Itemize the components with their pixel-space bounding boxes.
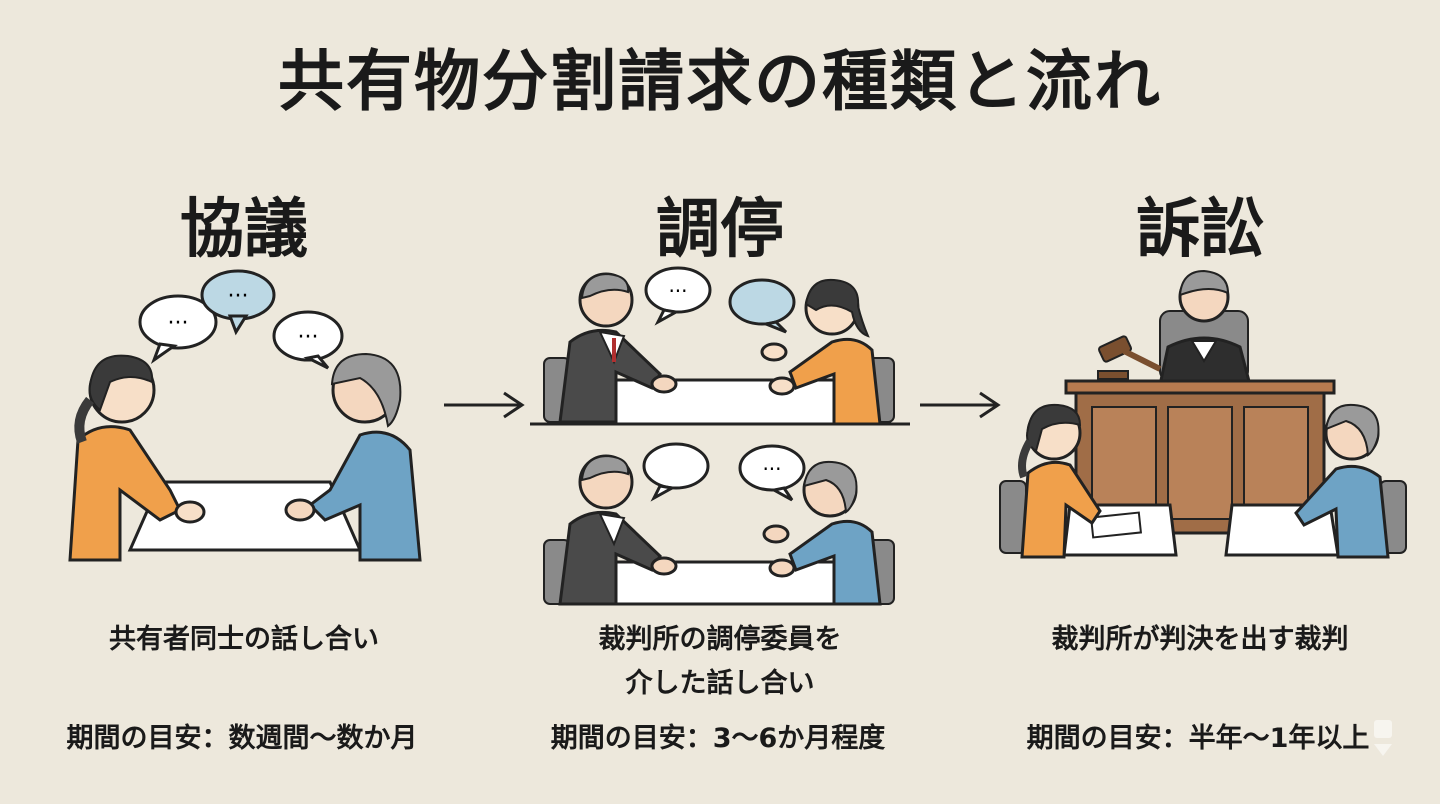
arrow-right-icon xyxy=(920,391,1001,419)
mediation-illustration: ··· ··· xyxy=(530,266,910,606)
description-line: 介した話し合い xyxy=(625,668,815,699)
svg-text:···: ··· xyxy=(228,284,249,309)
speech-bubble-icon: ··· xyxy=(138,294,218,365)
arrow-right-icon xyxy=(444,391,525,419)
svg-text:···: ··· xyxy=(668,279,687,303)
speech-bubble-icon: ··· xyxy=(738,444,806,502)
period-sosho: 期間の目安：半年～1年以上 xyxy=(1026,723,1370,754)
description-line: 裁判所が判決を出す裁判 xyxy=(1051,624,1349,655)
person-woman-orange xyxy=(1018,403,1102,559)
heading-sosho: 訴訟 xyxy=(1136,193,1264,267)
page-title: 共有物分割請求の種類と流れ xyxy=(278,43,1162,120)
period-chotei: 期間の目安：3～6か月程度 xyxy=(550,723,886,754)
speech-bubble-icon: ··· xyxy=(200,269,276,336)
speech-bubble-icon: ··· xyxy=(272,310,344,370)
person-woman-blue xyxy=(284,352,422,562)
negotiation-illustration: ··· ··· ··· xyxy=(68,269,422,562)
person-woman-blue xyxy=(1294,403,1390,559)
speech-bubble-icon xyxy=(642,442,710,502)
description-line: 共有者同士の話し合い xyxy=(109,624,379,655)
court-illustration xyxy=(999,269,1407,559)
mediation-session-bottom: ··· xyxy=(543,442,895,606)
mediation-session-top: ··· xyxy=(530,266,910,426)
person-judge xyxy=(1158,269,1252,387)
description-kyogi: 共有者同士の話し合い xyxy=(24,618,464,662)
speech-bubble-icon xyxy=(728,278,796,334)
description-chotei: 裁判所の調停委員を 介した話し合い xyxy=(500,618,940,706)
heading-kyogi: 協議 xyxy=(180,193,308,267)
svg-text:···: ··· xyxy=(168,311,189,336)
gavel-icon xyxy=(1097,335,1162,380)
description-line: 裁判所の調停委員を xyxy=(598,624,842,655)
heading-chotei: 調停 xyxy=(656,193,784,267)
period-kyogi: 期間の目安：数週間～数か月 xyxy=(66,723,418,754)
svg-text:···: ··· xyxy=(762,457,781,481)
person-woman-orange xyxy=(68,354,206,562)
description-sosho: 裁判所が判決を出す裁判 xyxy=(980,618,1420,662)
speech-bubble-icon: ··· xyxy=(644,266,712,326)
scroll-down-icon[interactable] xyxy=(1370,718,1396,758)
svg-text:···: ··· xyxy=(298,325,319,350)
